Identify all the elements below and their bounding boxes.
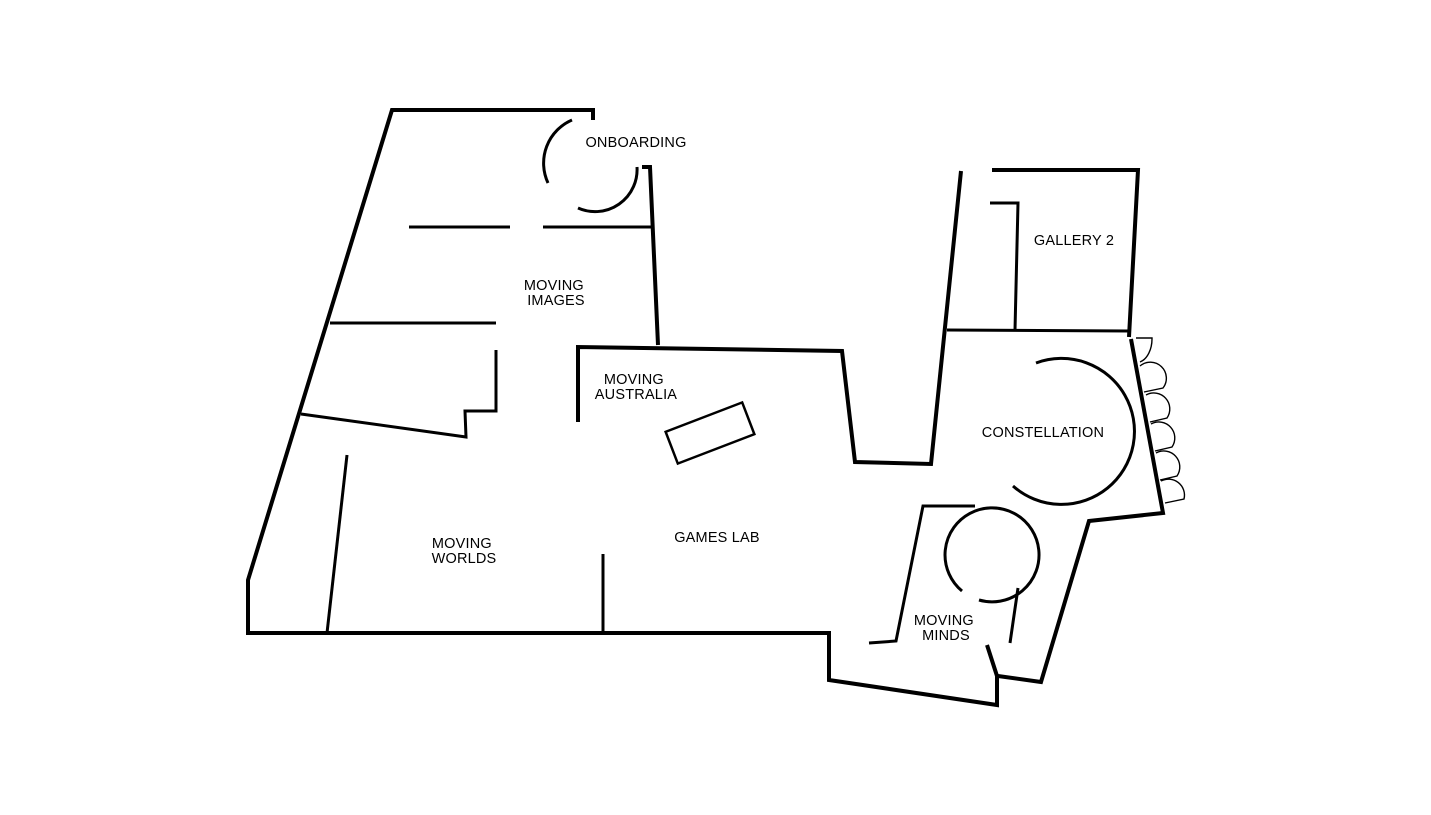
door-1 <box>1136 337 1153 363</box>
moving-minds-arc <box>943 506 1041 604</box>
label-moving-australia: MOVING AUSTRALIA <box>595 372 678 403</box>
outer-wall-west <box>246 108 999 708</box>
label-moving-worlds: MOVING WORLDS <box>432 536 497 567</box>
wall-east <box>997 338 1166 685</box>
door-3 <box>1145 392 1171 423</box>
door-5 <box>1155 450 1181 481</box>
partition-gallery-2-south <box>946 328 1130 333</box>
doors <box>1136 337 1186 504</box>
wall-gallery-2 <box>992 168 1141 338</box>
door-2 <box>1139 361 1168 393</box>
onboarding-arc-south <box>577 166 639 214</box>
interior-walls <box>300 201 1130 645</box>
onboarding-arc-north <box>542 118 573 184</box>
wall-moving-images-east <box>642 165 660 346</box>
room-labels: ONBOARDING MOVING IMAGES MOVING AUSTRALI… <box>432 135 1114 644</box>
partition-moving-minds <box>868 504 975 645</box>
curved-walls <box>542 118 1136 604</box>
constellation-arc <box>1012 356 1136 506</box>
moving-australia-table <box>664 400 756 466</box>
label-games-lab: GAMES LAB <box>674 530 760 546</box>
door-4 <box>1150 421 1176 452</box>
label-gallery-2: GALLERY 2 <box>1034 233 1114 249</box>
partition-moving-minds-east <box>1008 587 1020 644</box>
partition-stepped <box>300 350 498 439</box>
label-moving-minds: MOVING MINDS <box>914 613 978 644</box>
partition-gallery-2-inner <box>990 201 1020 331</box>
door-6 <box>1160 478 1186 504</box>
wall-games-lab-north <box>576 170 963 467</box>
label-onboarding: ONBOARDING <box>585 135 686 151</box>
display-table <box>664 400 756 466</box>
partition-moving-worlds <box>325 454 349 634</box>
label-moving-images: MOVING IMAGES <box>524 278 588 309</box>
walls <box>246 108 1166 708</box>
label-constellation: CONSTELLATION <box>982 425 1104 441</box>
